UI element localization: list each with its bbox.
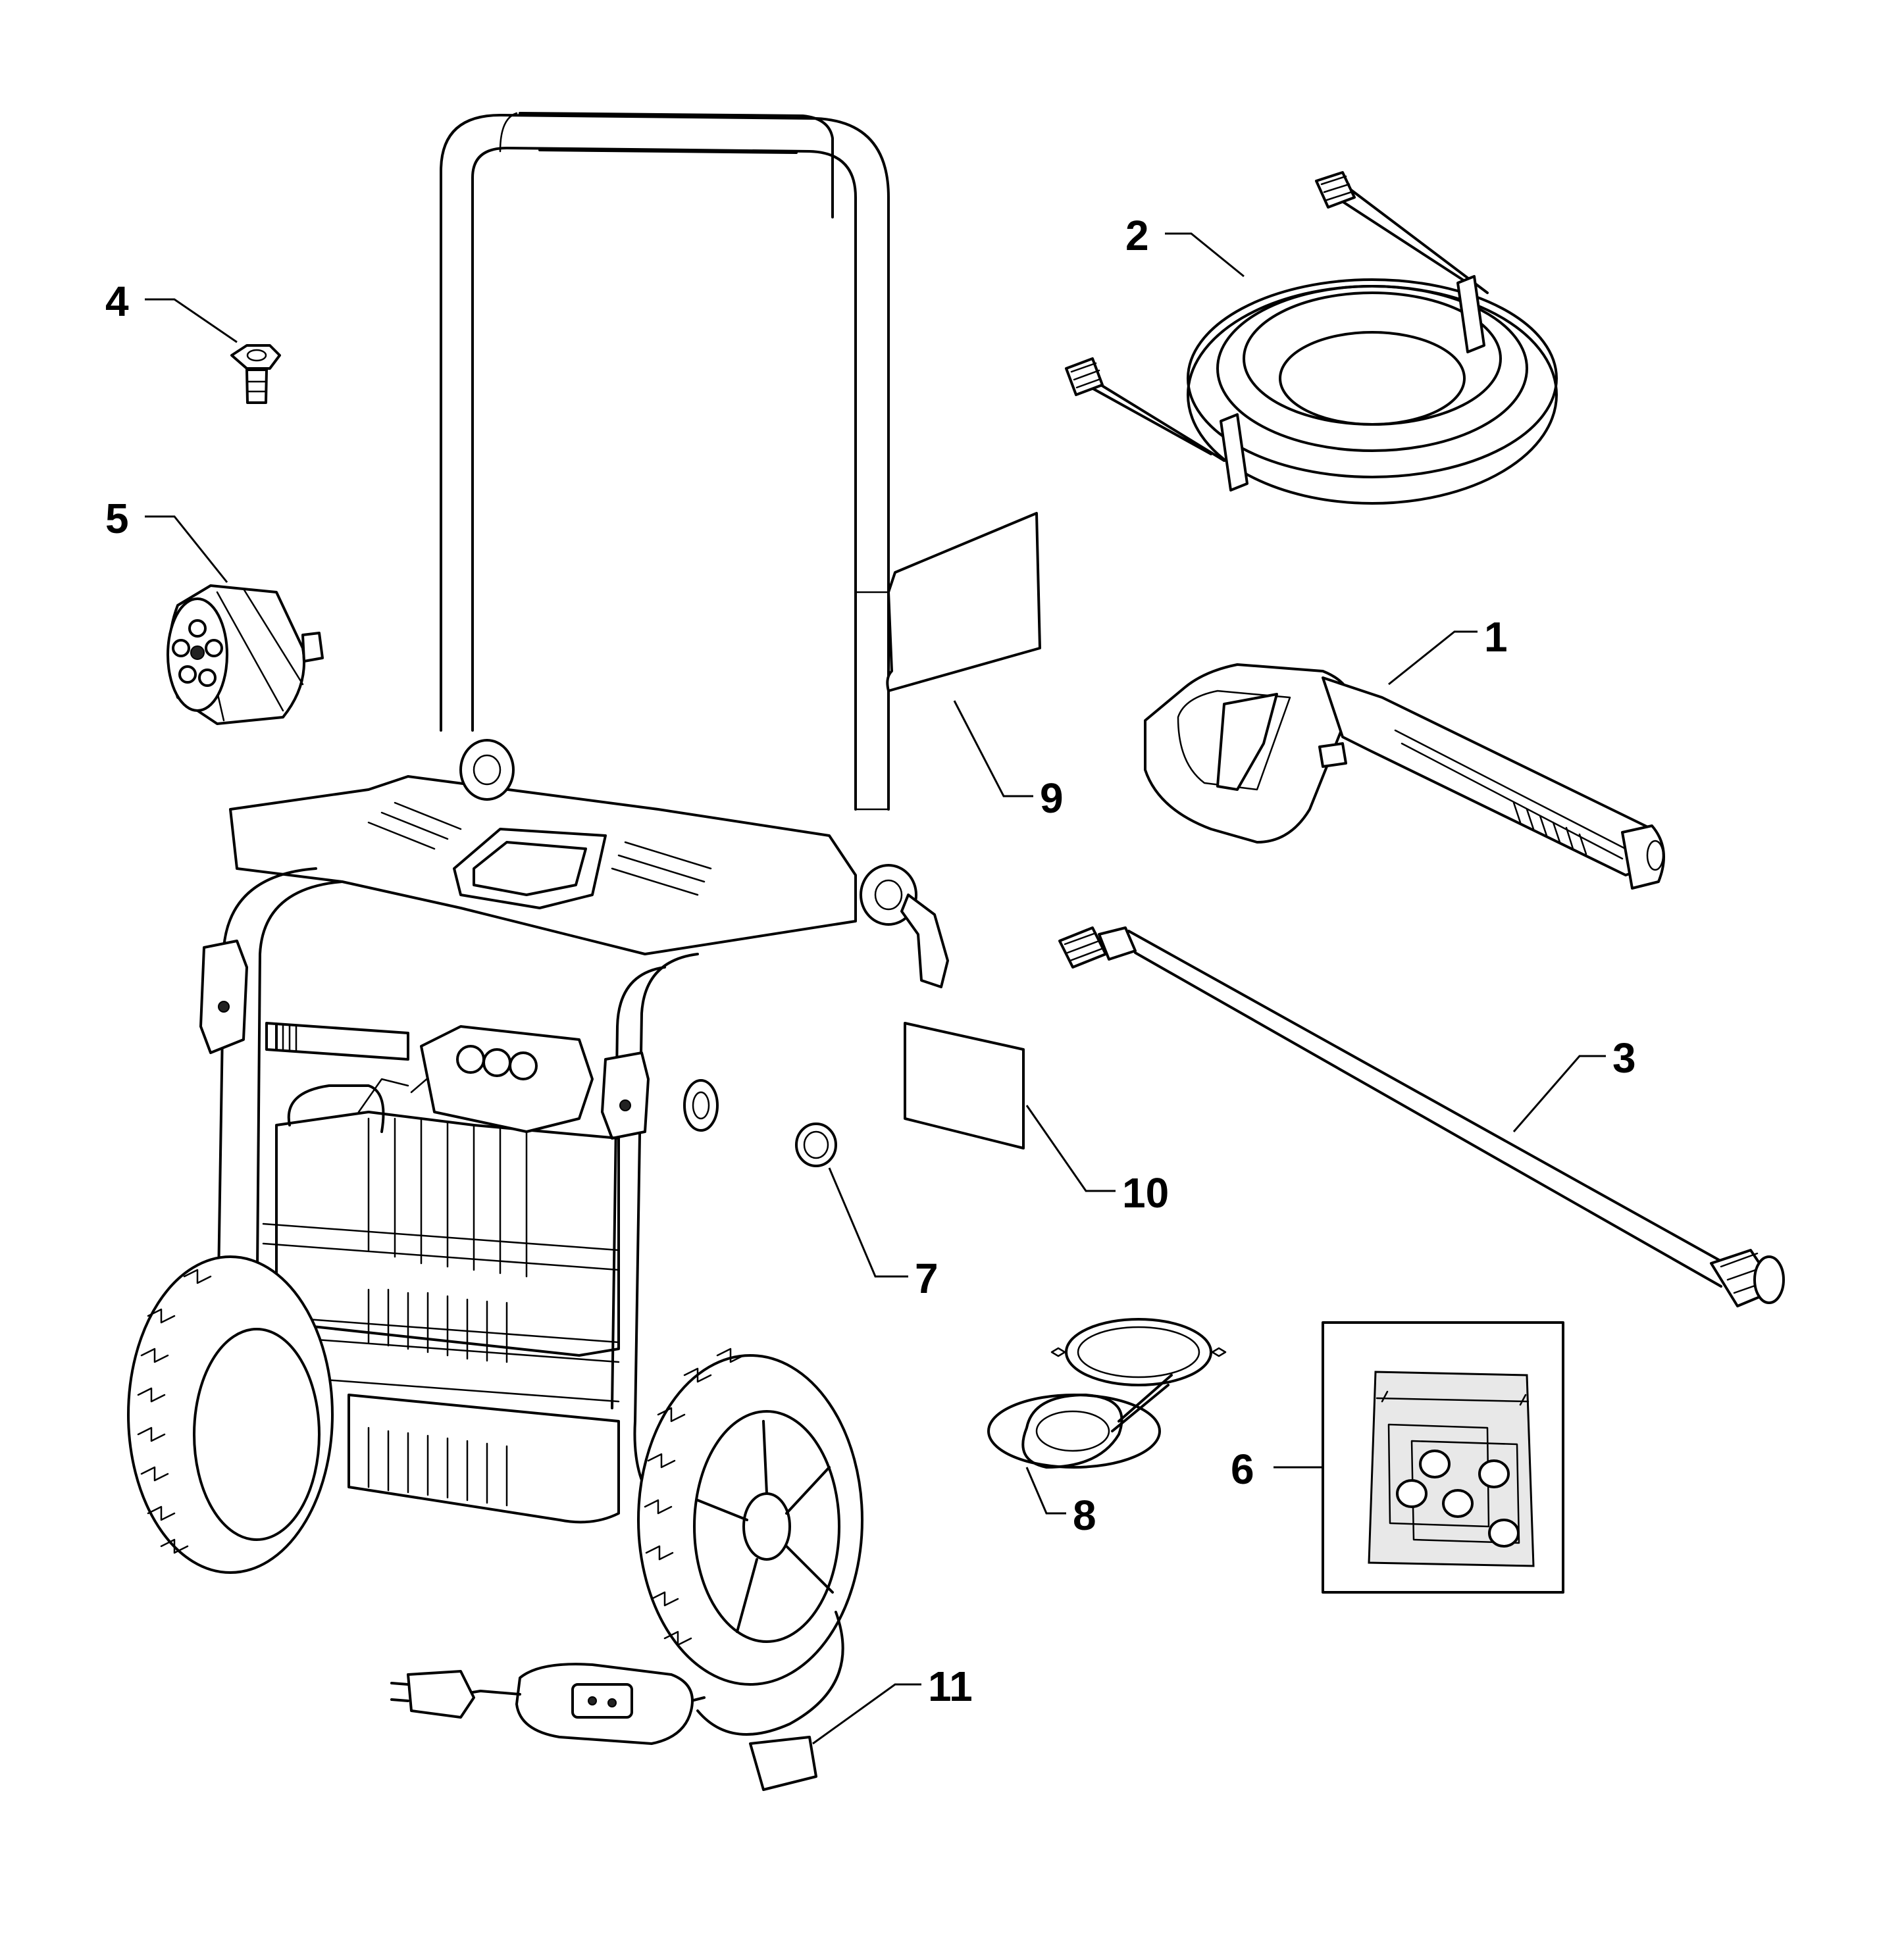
handle-frame [440, 114, 890, 811]
callout-7: 7 [915, 1255, 939, 1302]
gfci-buttons [571, 1683, 633, 1719]
right-wheel-hub [742, 1492, 791, 1561]
left-frame-knob [459, 739, 515, 801]
part-2-hose [1065, 171, 1558, 505]
part-8-cap-retainer [987, 1318, 1227, 1469]
plug-prongs [390, 1682, 409, 1702]
leader-4 [145, 298, 238, 343]
gfci-button-test [588, 1696, 597, 1705]
callout-4: 4 [105, 278, 129, 325]
pump-port-1 [456, 1045, 485, 1074]
inlet-pipe [265, 1022, 409, 1061]
gun-barrel [1322, 676, 1653, 876]
motor-ribs [262, 1223, 620, 1403]
right-bracket-plate [601, 1051, 650, 1140]
left-wheel-rim [193, 1328, 321, 1541]
leader-8 [1025, 1467, 1066, 1515]
pump-manifold [420, 1025, 594, 1133]
callout-9: 9 [1040, 774, 1064, 822]
motor-housing-top [287, 1084, 385, 1133]
callout-1: 1 [1484, 613, 1508, 661]
part-7-cap [795, 1123, 837, 1167]
pump-port-3 [509, 1051, 538, 1080]
part-5-nozzle-head [167, 584, 324, 725]
bracket-bolt [218, 1001, 230, 1013]
power-plug [407, 1670, 475, 1719]
gun-outlet-fitting [1621, 824, 1665, 890]
cord-tag [749, 1736, 817, 1791]
pump-port-2 [482, 1048, 511, 1077]
leader-1 [1388, 630, 1478, 686]
callout-labels: 1 2 3 4 5 6 7 8 9 10 11 [105, 212, 1636, 1710]
left-wheel [127, 1255, 334, 1574]
left-frame-knob-hub [473, 754, 502, 786]
callout-11: 11 [928, 1663, 973, 1710]
left-wheel-tread [137, 1269, 212, 1554]
outlet-port [683, 1079, 719, 1132]
leader-9 [953, 700, 1033, 797]
bracket-bolt-right [619, 1099, 631, 1111]
gun-trigger [1216, 693, 1278, 791]
leader-5 [145, 515, 228, 583]
callout-10: 10 [1122, 1169, 1169, 1217]
callout-6: 6 [1231, 1446, 1254, 1493]
right-frame-knob-hub [874, 879, 903, 911]
tray-slots [367, 801, 712, 896]
leader-7 [828, 1167, 908, 1278]
motor-base [347, 1394, 620, 1524]
handle-grip [519, 112, 834, 218]
part-9-hang-tag [886, 512, 1041, 692]
leader-11 [812, 1683, 921, 1745]
right-wheel-tread [644, 1348, 745, 1646]
callout-5: 5 [105, 495, 129, 542]
part-4-nozzle-tip [230, 344, 281, 404]
motor-body [275, 1111, 620, 1357]
part-1-spray-gun [1144, 663, 1665, 890]
pressure-washer-unit [127, 112, 949, 1791]
motor-vents [367, 1288, 508, 1363]
callout-8: 8 [1073, 1492, 1096, 1539]
left-bracket-plate [199, 940, 248, 1054]
latch-lever [900, 894, 949, 988]
outlet-port-inner [692, 1091, 710, 1120]
base-vents [367, 1426, 508, 1507]
part-6-box [1322, 1321, 1564, 1594]
leader-lines [145, 232, 1606, 1745]
part-6-oring-kit [1322, 1321, 1564, 1594]
right-wheel-rim [693, 1410, 840, 1643]
part-10-decal [904, 1022, 1025, 1149]
leader-10 [1025, 1105, 1116, 1192]
leader-3 [1512, 1055, 1606, 1132]
top-tray [453, 828, 607, 909]
callout-2: 2 [1125, 212, 1149, 259]
leader-2 [1165, 232, 1245, 278]
upper-frame [229, 775, 857, 955]
callout-3: 3 [1612, 1034, 1636, 1082]
handle-grip-detail [499, 112, 890, 811]
part-3-wand [1058, 926, 1785, 1307]
inlet-pipe-thread [282, 1023, 297, 1053]
right-wheel-spokes [696, 1420, 834, 1633]
gfci-button-reset [607, 1698, 617, 1707]
